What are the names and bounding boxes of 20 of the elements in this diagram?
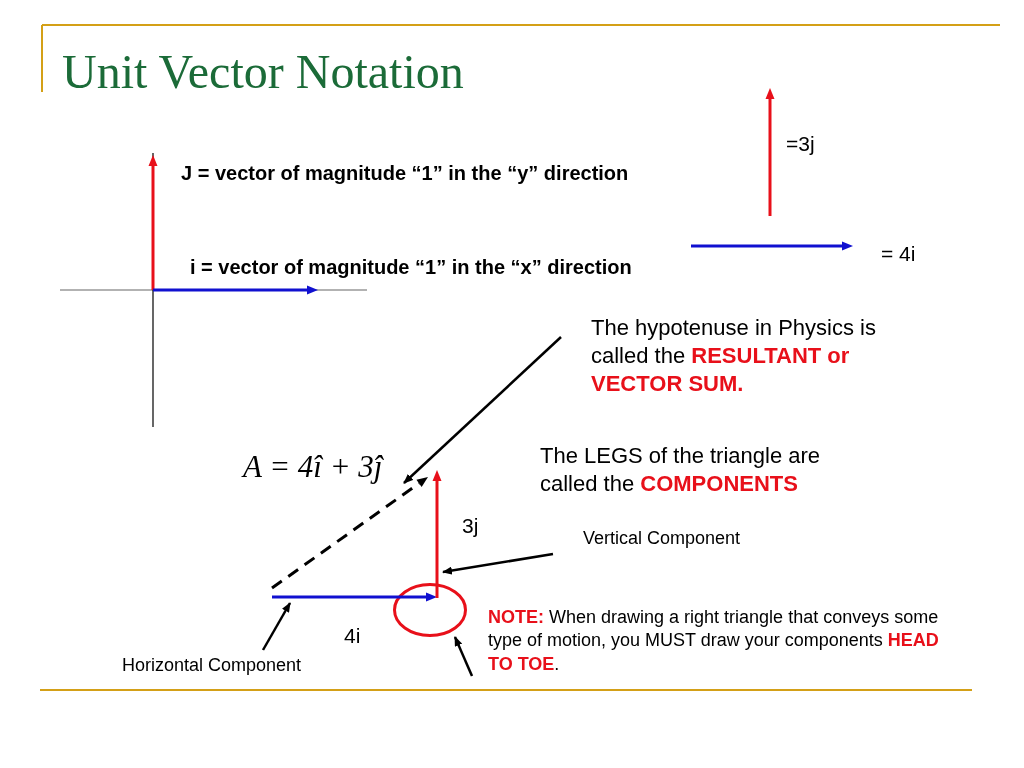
definition-text: J = vector of magnitude “1” in the “y” direction xyxy=(181,161,629,185)
note-text: The LEGS of the triangle are called the COMPONENTS xyxy=(540,442,822,498)
vector-equation: A = 4î + 3ĵ xyxy=(243,448,383,486)
definition-text: i = vector of magnitude “1” in the “x” direction xyxy=(190,255,632,279)
callout-text: NOTE: When drawing a right triangle that conveys some type of motion, you MUST draw your components HEAD TO TOE. xyxy=(472,606,960,677)
leader-arrow xyxy=(403,336,562,484)
callout-text: Vertical Component xyxy=(553,528,783,550)
leader-arrow xyxy=(442,552,554,575)
vector-label: 3j xyxy=(462,513,479,539)
slide-title: Unit Vector Notation xyxy=(62,44,464,99)
vector-label: = 4i xyxy=(881,241,916,267)
leader-arrow xyxy=(453,636,474,677)
vector-label: =3j xyxy=(786,131,815,157)
callout-text: The hypotenuse in Physics is called the RESULTANT or VECTOR SUM. xyxy=(561,314,936,398)
vector-arrow xyxy=(272,591,437,603)
highlight-ellipse xyxy=(393,583,467,637)
callout-text: Horizontal Component xyxy=(122,650,362,677)
leader-arrow xyxy=(261,602,292,651)
vector-label: 4i xyxy=(344,623,361,649)
vector-arrow xyxy=(431,470,443,598)
